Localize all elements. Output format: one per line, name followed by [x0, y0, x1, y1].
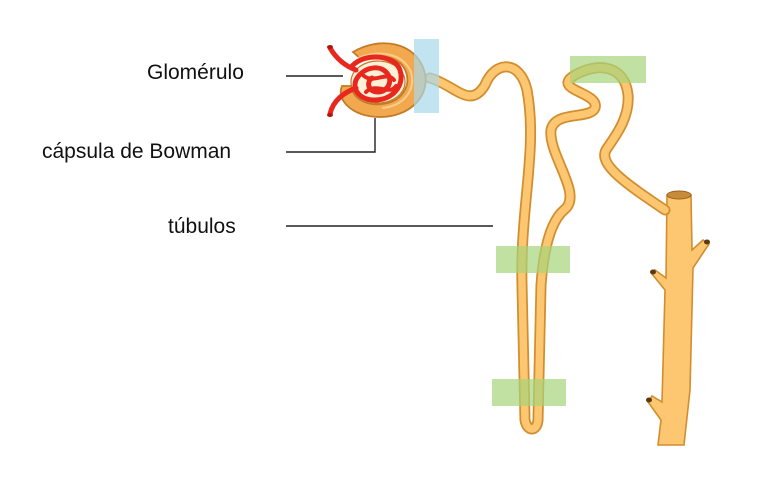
highlight-blue-neck	[414, 39, 439, 113]
afferent-arteriole	[327, 45, 359, 73]
tubule	[426, 63, 669, 433]
highlight-green-loop-upper	[496, 246, 570, 273]
highlight-green-top-right	[570, 56, 646, 83]
label-glomerulo: Glomérulo	[147, 61, 244, 84]
efferent-arteriole	[327, 85, 359, 117]
leader-line-capsula	[286, 118, 376, 153]
collecting-duct-opening	[666, 190, 692, 200]
label-capsula-bowman: cápsula de Bowman	[42, 140, 232, 163]
collecting-duct	[646, 190, 711, 446]
glomerulus	[327, 45, 406, 117]
highlight-green-loop-lower	[492, 379, 566, 406]
label-tubulos: túbulos	[168, 215, 236, 238]
